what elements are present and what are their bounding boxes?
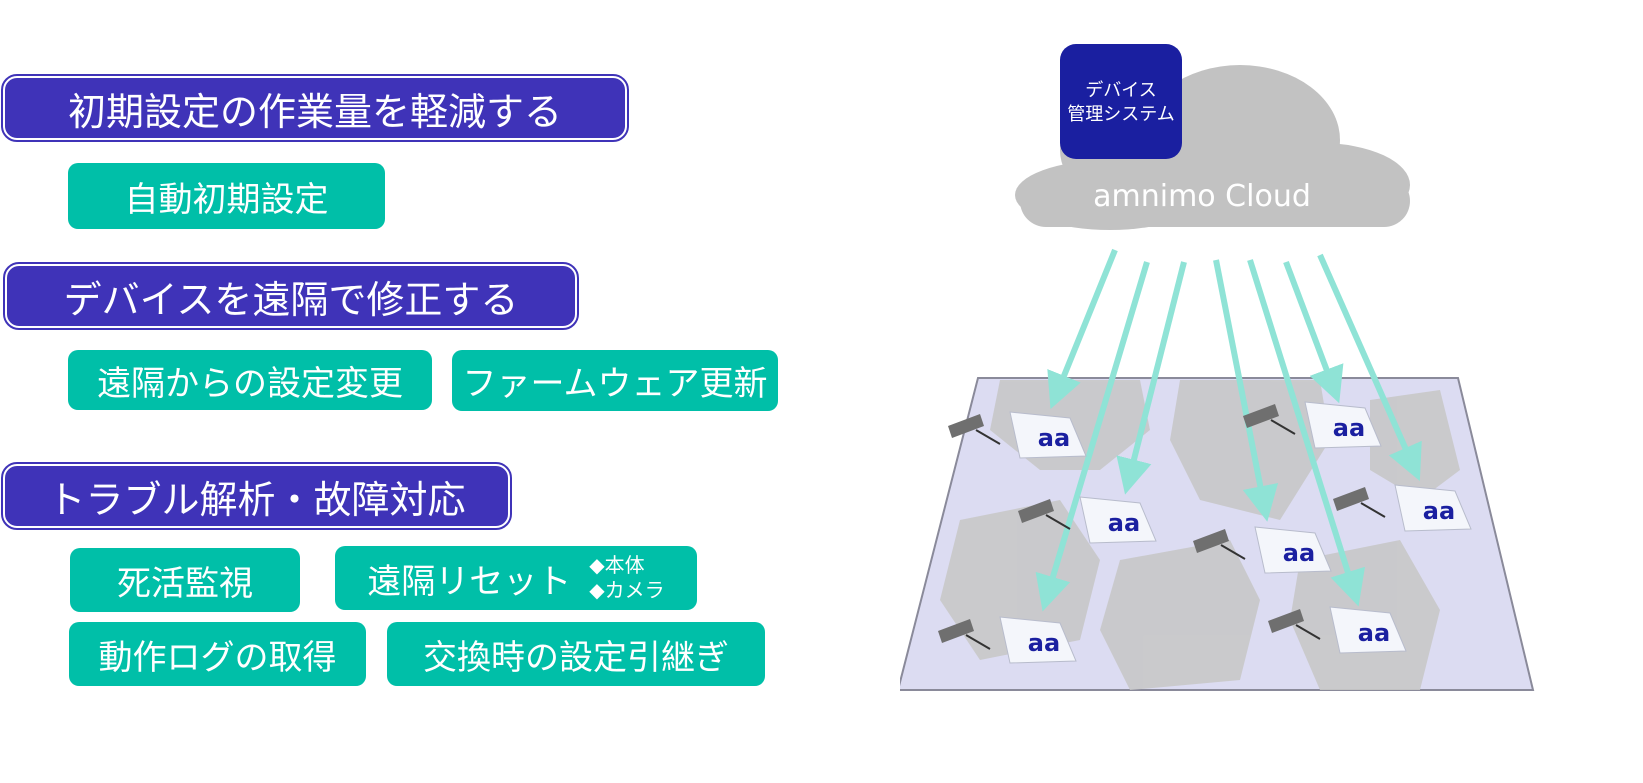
section-heading-remote-fix: デバイスを遠隔で修正する xyxy=(3,262,579,330)
camera-icon xyxy=(948,414,1001,445)
remote-reset-target-camera: ◆カメラ xyxy=(589,578,665,602)
feature-remote-config-change: 遠隔からの設定変更 xyxy=(68,350,432,410)
arrow-to-device-3 xyxy=(1116,261,1187,495)
feature-label: 死活監視 xyxy=(117,563,253,604)
gateway-device-icon: aa xyxy=(1254,526,1332,574)
feature-label: 自動初期設定 xyxy=(124,179,329,220)
device-logo: aa xyxy=(1108,509,1140,537)
device-unit: aa xyxy=(938,616,1077,664)
camera-icon xyxy=(938,619,991,650)
device-unit: aa xyxy=(1333,484,1472,532)
connection-arrows xyxy=(1035,248,1422,612)
feature-label: 動作ログの取得 xyxy=(98,637,337,678)
arrow-to-device-2 xyxy=(1035,261,1150,612)
cloud-device-diagram: amnimo Cloud デバイス 管理システム aa aa aa aa aa aa aa xyxy=(900,44,1535,691)
section-heading-troubleshooting: トラブル解析・故障対応 xyxy=(1,462,512,530)
gateway-device-icon: aa xyxy=(1009,411,1087,459)
device-unit: aa xyxy=(1193,526,1332,574)
camera-icon xyxy=(1243,404,1296,435)
dms-label-line1: デバイス xyxy=(1085,80,1156,101)
device-logo: aa xyxy=(1028,629,1060,657)
gateway-device-icon: aa xyxy=(1329,606,1407,654)
camera-icon xyxy=(1018,499,1071,530)
feature-auto-initial-setup: 自動初期設定 xyxy=(68,163,385,229)
gateway-device-icon: aa xyxy=(999,616,1077,664)
camera-icon xyxy=(1268,609,1321,640)
cloud-label: amnimo Cloud xyxy=(1093,179,1311,214)
arrow-to-device-1 xyxy=(1047,248,1118,410)
device-logo: aa xyxy=(1423,497,1455,525)
device-logo: aa xyxy=(1358,619,1390,647)
feature-operation-log: 動作ログの取得 xyxy=(69,622,366,686)
remote-reset-target-body: ◆本体 xyxy=(589,553,645,577)
section-heading-initial-setup: 初期設定の作業量を軽減する xyxy=(1,74,629,142)
arrow-to-device-7 xyxy=(1317,253,1422,481)
feature-label: 遠隔からの設定変更 xyxy=(97,363,403,404)
device-logo: aa xyxy=(1333,414,1365,442)
device-logo: aa xyxy=(1283,539,1315,567)
gateway-device-icon: aa xyxy=(1079,496,1157,544)
feature-label: ファームウェア更新 xyxy=(462,364,768,404)
section-heading-label: 初期設定の作業量を軽減する xyxy=(67,89,562,134)
section-heading-label: トラブル解析・故障対応 xyxy=(47,477,466,522)
device-unit: aa xyxy=(1243,401,1382,449)
feature-label: 交換時の設定引継ぎ xyxy=(423,637,729,678)
device-group: aa aa aa aa aa aa aa xyxy=(938,401,1472,664)
device-management-system: デバイス 管理システム xyxy=(1060,44,1182,159)
device-unit: aa xyxy=(1018,496,1157,544)
feature-label: 遠隔リセット xyxy=(367,561,572,602)
device-unit: aa xyxy=(1268,606,1407,654)
feature-remote-reset: 遠隔リセット ◆本体 ◆カメラ xyxy=(335,546,697,610)
dms-label-line2: 管理システム xyxy=(1067,104,1174,125)
arrow-to-device-4 xyxy=(1213,259,1279,522)
remote-reset-targets: ◆本体 ◆カメラ xyxy=(589,553,664,603)
gateway-device-icon: aa xyxy=(1304,401,1382,449)
camera-icon xyxy=(1333,487,1386,518)
arrow-to-device-6 xyxy=(1283,260,1344,404)
arrow-to-device-5 xyxy=(1247,259,1365,607)
camera-icon xyxy=(1193,529,1246,560)
device-unit: aa xyxy=(948,411,1087,459)
feature-settings-handover: 交換時の設定引継ぎ xyxy=(387,622,765,686)
device-logo: aa xyxy=(1038,424,1070,452)
section-heading-label: デバイスを遠隔で修正する xyxy=(63,277,519,322)
feature-firmware-update: ファームウェア更新 xyxy=(452,350,778,411)
feature-alive-monitoring: 死活監視 xyxy=(70,548,300,612)
gateway-device-icon: aa xyxy=(1394,484,1472,532)
